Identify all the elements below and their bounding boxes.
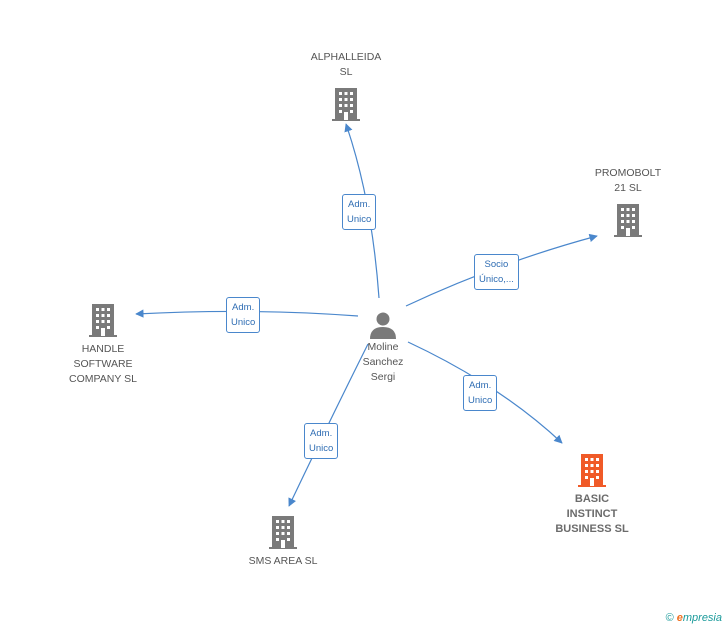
company-name: ALPHALLEIDA SL [310, 51, 382, 78]
relation-label-basic: Adm. Unico [463, 375, 498, 411]
company-name: BASIC INSTINCT BUSINESS SL [555, 493, 629, 535]
person-icon [370, 312, 396, 339]
company-name: PROMOBOLT 21 SL [594, 167, 662, 194]
company-node-promobolt[interactable]: PROMOBOLT 21 SL [578, 166, 678, 238]
building-icon [332, 88, 360, 121]
person-node[interactable]: Moline Sanchez Sergi [343, 310, 423, 385]
person-name: Moline Sanchez Sergi [362, 341, 404, 383]
relation-label-handle: Adm. Unico [226, 297, 261, 333]
company-name: HANDLE SOFTWARE COMPANY SL [69, 343, 137, 385]
relation-label-promobolt: Socio Único,... [474, 254, 519, 290]
brand-logo: empresia [676, 612, 722, 624]
company-node-sms-area[interactable]: SMS AREA SL [228, 514, 338, 569]
edge-sms [288, 343, 369, 507]
relation-label-sms: Adm. Unico [304, 423, 339, 459]
company-node-alphalleida[interactable]: ALPHALLEIDA SL [296, 50, 396, 122]
building-icon [269, 516, 297, 549]
copyright-symbol: © [665, 612, 674, 624]
company-name: SMS AREA SL [248, 555, 318, 567]
company-node-basic-instinct[interactable]: BASIC INSTINCT BUSINESS SL [537, 452, 647, 537]
copyright-notice: © empresia [666, 612, 722, 624]
building-icon [578, 454, 606, 487]
relation-label-alphalleida: Adm. Unico [342, 194, 377, 230]
building-icon [89, 304, 117, 337]
building-icon [614, 204, 642, 237]
company-node-handle[interactable]: HANDLE SOFTWARE COMPANY SL [48, 302, 158, 387]
